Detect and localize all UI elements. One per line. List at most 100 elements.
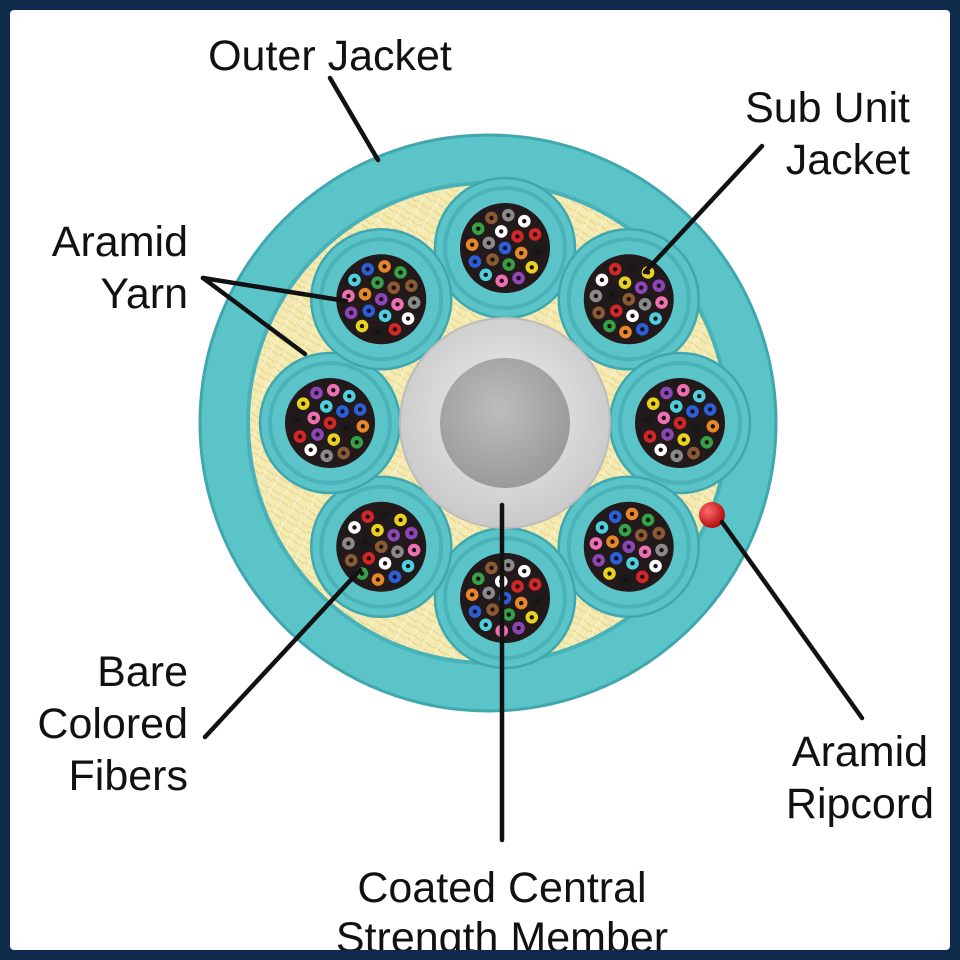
fiber-core xyxy=(658,447,663,452)
fiber-core xyxy=(375,329,381,335)
fiber-core xyxy=(516,275,521,281)
fiber-core xyxy=(647,434,653,439)
fiber-core xyxy=(612,266,618,272)
sub-unit-jacket-ring xyxy=(618,361,742,485)
label-sub-unit-jacket-line-2: Jacket xyxy=(786,136,910,184)
fiber-core xyxy=(490,607,495,612)
sub-unit xyxy=(310,475,453,618)
fiber-core xyxy=(311,415,316,421)
fiber-core xyxy=(535,249,541,254)
fiber-core xyxy=(515,234,520,239)
fiber-core xyxy=(486,240,491,246)
fiber-core xyxy=(681,387,686,393)
fiber-core xyxy=(710,424,716,429)
sub-unit xyxy=(433,526,577,670)
fiber-core xyxy=(294,417,300,422)
fiber-core xyxy=(661,415,666,421)
fiber-core xyxy=(375,280,380,285)
fiber-core xyxy=(656,283,662,288)
fiber-core xyxy=(642,549,648,554)
fiber-core xyxy=(392,327,398,332)
leader-aramid-yarn-2 xyxy=(200,275,308,357)
sub-unit xyxy=(557,475,700,618)
fiber-core xyxy=(395,302,400,307)
leader-aramid-ripcord xyxy=(719,519,865,721)
fiber-core xyxy=(697,394,702,399)
fiber-core xyxy=(515,584,520,589)
fiber-core xyxy=(476,226,481,231)
fiber-core xyxy=(362,539,368,544)
fiber-core xyxy=(347,394,352,399)
label-sub-unit-jacket-line-1: Sub Unit xyxy=(745,84,910,132)
fiber-core xyxy=(499,229,504,234)
fiber-core xyxy=(382,313,388,319)
fiber-core xyxy=(379,297,384,302)
label-aramid-yarn-line-2: Yarn xyxy=(100,270,188,318)
sub-unit xyxy=(310,228,453,371)
fiber-core xyxy=(391,532,396,538)
fiber-core xyxy=(626,297,631,302)
outer-jacket-edge xyxy=(198,133,778,713)
fiber-core xyxy=(411,300,417,305)
fiber-core xyxy=(499,278,504,284)
label-central-strength-member-line-2: Strength Member xyxy=(336,914,668,950)
fiber-core xyxy=(599,525,605,530)
fiber-core xyxy=(382,264,387,269)
fiber-core xyxy=(629,264,635,269)
fiber-core xyxy=(489,565,494,571)
fiber-core xyxy=(707,407,713,412)
fiber-core xyxy=(486,590,491,596)
fiber-core xyxy=(359,571,365,576)
fiber-core xyxy=(704,440,709,445)
fiber-core xyxy=(640,327,645,332)
fiber-core xyxy=(599,277,605,283)
sub-unit xyxy=(433,176,577,320)
fiber-core xyxy=(690,409,695,414)
fiber-core xyxy=(614,556,619,561)
fiber-core xyxy=(506,262,511,267)
fiber-core xyxy=(607,571,612,576)
fiber-core xyxy=(532,232,538,237)
fiber-core xyxy=(506,562,511,568)
fiber-core xyxy=(365,266,370,272)
fiber-core xyxy=(472,609,478,614)
fiber-core xyxy=(308,447,313,452)
sub-unit-jacket-ring xyxy=(443,536,567,660)
fiber-core xyxy=(331,437,336,442)
sub-unit xyxy=(258,351,402,495)
fiber-core xyxy=(610,292,615,297)
sub-unit xyxy=(557,228,700,371)
fiber-core xyxy=(681,437,686,442)
fiber-core xyxy=(331,387,336,393)
fiber-core xyxy=(359,323,365,329)
fiber-core xyxy=(395,549,400,554)
fiber-core xyxy=(659,300,664,305)
fiber-core xyxy=(375,527,380,533)
fiber-core xyxy=(398,270,403,275)
fiber-core xyxy=(623,329,628,335)
fiber-core xyxy=(622,527,628,533)
fiber-cable-cross-section-diagram: Outer Jacket Sub Unit Jacket Aramid Yarn… xyxy=(37,32,934,950)
fiber-core xyxy=(324,404,329,409)
fiber-core xyxy=(348,310,354,316)
fiber-core xyxy=(626,544,631,549)
fiber-core xyxy=(677,420,683,426)
fiber-core xyxy=(612,514,618,519)
fiber-core xyxy=(301,401,306,406)
fiber-core xyxy=(516,625,521,631)
fiber-core xyxy=(674,404,679,409)
fiber-core xyxy=(476,576,481,581)
sub-unit xyxy=(608,351,752,495)
fiber-core xyxy=(659,547,664,553)
fiber-core xyxy=(352,277,357,283)
fiber-core xyxy=(346,293,351,299)
fiber-core xyxy=(664,390,669,396)
leader-outer-jacket xyxy=(327,75,381,163)
fiber-core xyxy=(409,530,414,536)
fiber-core xyxy=(382,561,388,566)
fiber-core xyxy=(607,323,612,329)
label-bare-colored-fibers-line-1: Bare xyxy=(97,648,188,696)
fiber-core xyxy=(691,450,696,456)
fiber-core xyxy=(596,558,601,563)
fiber-core xyxy=(506,612,511,617)
